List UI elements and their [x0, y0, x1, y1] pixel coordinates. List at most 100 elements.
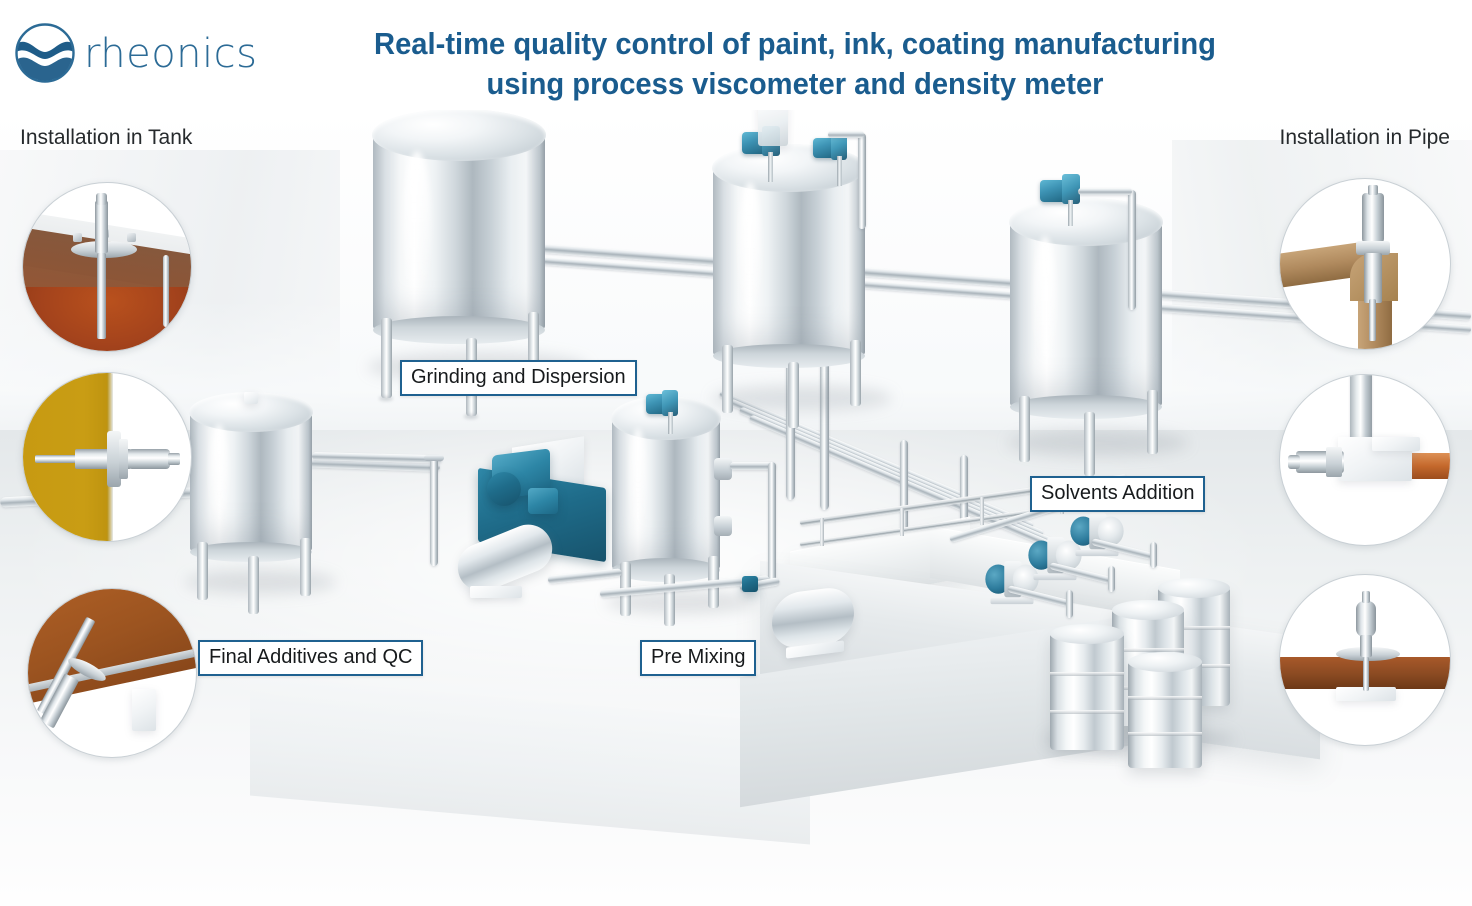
inset-pipe-elbow-probe — [1279, 178, 1451, 350]
premix-outlet-pipe — [730, 462, 776, 470]
pre-mixing-vessel — [611, 396, 721, 582]
drum-lid — [1128, 652, 1202, 672]
tank-highlight — [739, 182, 761, 322]
solvent-drop-riser-2 — [1108, 566, 1115, 592]
pump-base-foot — [1075, 550, 1119, 557]
tank-shell — [1010, 222, 1162, 407]
inset-tank-sidewall-probe — [22, 372, 192, 542]
viscometer-probe-tip — [35, 455, 81, 463]
probe-head-connector — [1368, 185, 1378, 195]
tank-dome-top — [372, 109, 546, 161]
drum-lid — [1158, 578, 1230, 598]
drum-shell — [1128, 661, 1202, 768]
brand-name: rheonics — [84, 31, 258, 77]
tank4-leg-3 — [300, 538, 311, 596]
probe-hex-nut — [1326, 447, 1342, 477]
railing-post-1 — [820, 518, 824, 546]
viscometer-probe-tip — [1369, 299, 1376, 341]
flange-bolt-left — [73, 233, 82, 242]
pump-base-foot — [990, 598, 1034, 605]
transmitter-housing — [1356, 601, 1376, 637]
viscometer-probe-tip — [97, 253, 106, 339]
viscometer-probe-stem — [1364, 253, 1382, 303]
tank1-leg-1 — [381, 318, 392, 398]
probe-head-connector — [1362, 591, 1370, 603]
agitator-shaft — [768, 152, 773, 182]
tank-dome-bottom — [190, 542, 312, 562]
tank4-leg-1 — [197, 542, 208, 600]
filter-support-foot — [470, 586, 522, 598]
callout-grinding-dispersion[interactable]: Grinding and Dispersion — [400, 360, 637, 396]
dispersion-tank-center — [712, 144, 866, 368]
tank2-leg-3 — [850, 340, 861, 406]
railing-post-2 — [900, 508, 904, 536]
agitator-shaft — [668, 412, 673, 434]
tank-support-bracket — [132, 689, 156, 731]
tank2-top-pipe — [828, 131, 864, 138]
drum-rib — [1128, 696, 1202, 700]
receiver-inlet-valve — [742, 576, 758, 592]
tank-shell — [713, 168, 865, 356]
drum-rib — [1158, 626, 1230, 630]
tank3-downcomer — [1128, 190, 1136, 310]
inset-tank-top-flange-probe — [22, 182, 192, 352]
pump-coupling-guard — [528, 488, 558, 514]
grinding-dispersion-tank — [372, 109, 546, 344]
drum-lid — [1050, 624, 1124, 644]
tank2-leg-1 — [722, 345, 733, 413]
solvent-drop-riser-1 — [1066, 590, 1073, 618]
probe-head-cap — [96, 193, 107, 205]
section-label-installation-in-tank: Installation in Tank — [20, 126, 193, 149]
tank-highlight — [210, 424, 228, 528]
viscometer-probe-stem — [95, 201, 108, 253]
premix-side-flange-2 — [714, 516, 732, 536]
agitator-gearbox — [831, 134, 847, 160]
transmitter-housing — [1362, 193, 1384, 243]
probe-process-nut — [1356, 241, 1390, 255]
pump-base-foot — [1033, 574, 1077, 581]
inset-pipe-inline-tee-probe — [1279, 374, 1451, 546]
vessel-highlight — [630, 428, 646, 538]
premix-outlet-riser — [768, 462, 776, 582]
tank-shadow-4 — [186, 570, 336, 594]
tank-shell — [373, 135, 545, 330]
tank-dome-bottom — [373, 316, 545, 344]
solvent-drop-riser-3 — [1150, 542, 1157, 568]
tank2-leg-2 — [788, 362, 799, 428]
tank1-leg-3 — [528, 312, 539, 390]
tank3-leg-2 — [1084, 412, 1095, 476]
tank4-outlet-flange — [424, 455, 444, 461]
final-additives-tank — [189, 392, 313, 562]
tee-mounting-plate — [1372, 437, 1420, 451]
cable-gland — [168, 453, 180, 465]
page-header: rheonics Real-time quality control of pa… — [0, 0, 1472, 110]
drum-lid — [1112, 600, 1184, 620]
tank1-foot-1 — [379, 396, 393, 401]
tank-highlight — [1034, 236, 1056, 374]
brand-logo[interactable]: rheonics — [14, 20, 257, 86]
callout-solvents-addition[interactable]: Solvents Addition — [1030, 476, 1206, 512]
tank-shadow-3 — [1008, 430, 1188, 456]
tank1-foot-2 — [464, 414, 478, 419]
tank4-leg-2 — [248, 556, 259, 614]
tank3-leg-3 — [1147, 390, 1158, 454]
tank-shell — [190, 412, 312, 552]
probe-sanitary-clamp — [119, 439, 128, 479]
callout-final-additives-qc[interactable]: Final Additives and QC — [198, 640, 424, 676]
premix-leg-2 — [664, 574, 675, 626]
flange-bolt-right — [127, 233, 136, 242]
tank4-top-nozzle — [244, 392, 258, 404]
agitator-gearbox — [662, 390, 678, 416]
probe-process-connection — [107, 431, 121, 487]
railing-post-3 — [980, 497, 984, 525]
callout-pre-mixing[interactable]: Pre Mixing — [640, 640, 757, 676]
pipe-support-bracket — [1336, 687, 1396, 701]
tank-shadow-2 — [712, 385, 892, 411]
tank-internal-support — [163, 255, 169, 327]
page-title-line-1: Real-time quality control of paint, ink,… — [374, 26, 1216, 61]
drum-rib — [1050, 710, 1124, 714]
viscometer-probe-tip — [1363, 657, 1369, 691]
vertical-riser-2 — [820, 320, 829, 510]
tank-dome-top — [1009, 198, 1163, 246]
